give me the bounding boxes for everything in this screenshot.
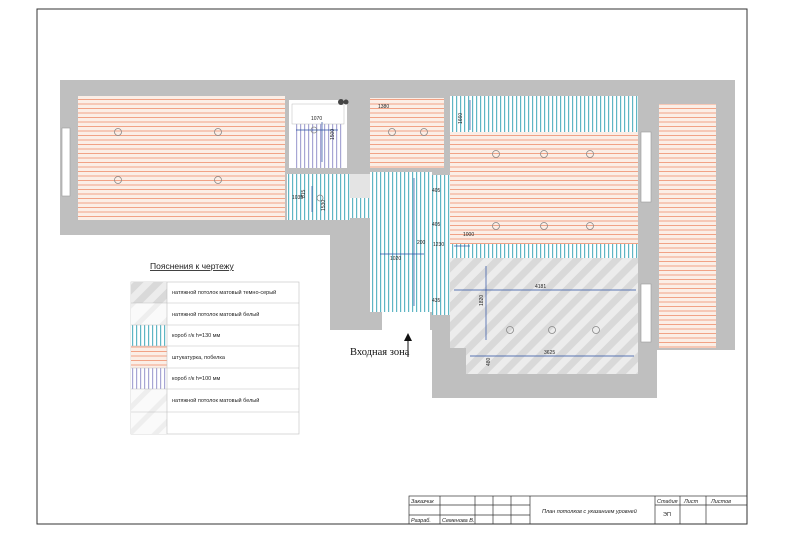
title-block-text: Заказчик Разраб. Семенова В. План потолк… <box>411 499 731 524</box>
dim-480: 480 <box>486 357 492 366</box>
stage-header: Стадия <box>657 499 678 505</box>
sheet-header: Лист <box>683 499 699 505</box>
legend-item-box-130: короб г/к h=130 мм <box>172 333 221 339</box>
developer-label: Разраб. <box>411 518 431 524</box>
sheet-outer-border <box>36 8 748 525</box>
dim-1820: 1820 <box>479 295 485 306</box>
room-main <box>450 132 638 244</box>
dim-1035: 1035 <box>292 195 303 201</box>
sheets-header: Листов <box>710 499 731 505</box>
dimension-lines <box>296 100 636 357</box>
dim-1020: 1020 <box>390 256 401 262</box>
dim-4181: 4181 <box>535 284 546 290</box>
dim-1380: 1380 <box>378 104 389 110</box>
dim-1500: 1500 <box>330 129 336 140</box>
light-fixtures <box>114 126 600 334</box>
dim-1530: 1530 <box>321 200 327 211</box>
room-small <box>370 98 444 168</box>
entrance-marker: Входная зона <box>350 333 412 358</box>
legend-title: Пояснения к чертежу <box>150 261 235 271</box>
dim-405a: 405 <box>432 188 441 194</box>
room-left <box>78 96 285 220</box>
dim-1070: 1070 <box>311 116 322 122</box>
legend-item-white-ceiling-2: натяжной потолок матовый белый <box>172 397 259 404</box>
legend-item-plaster: штукатурка, побелка <box>172 355 226 361</box>
dim-200: 200 <box>417 240 426 246</box>
legend-item-box-100: короб г/к h=100 мм <box>172 376 221 382</box>
legend-table: натяжной потолок матовый темно-серый нат… <box>130 281 300 435</box>
entrance-label: Входная зона <box>350 347 410 358</box>
legend-item-white-ceiling: натяжной потолок матовый белый <box>172 311 259 318</box>
dim-405b: 405 <box>432 222 441 228</box>
dim-1230: 1230 <box>433 242 444 248</box>
dim-435: 435 <box>432 298 441 304</box>
dim-1660: 1660 <box>458 113 464 124</box>
stage-value: ЭП <box>663 512 671 518</box>
customer-label: Заказчик <box>411 499 434 505</box>
dimension-texts: 1070 1500 815 1035 1530 1020 405 200 405… <box>292 104 555 366</box>
room-corridor <box>287 174 350 220</box>
dim-3625: 3625 <box>544 350 555 356</box>
dim-815: 815 <box>301 189 307 198</box>
sheet-title: План потолков с указанием уровней <box>542 508 637 515</box>
developer-name: Семенова В. <box>442 518 474 524</box>
room-kitchen <box>450 258 638 348</box>
title-block <box>408 495 748 525</box>
dim-1000: 1000 <box>463 232 474 238</box>
rooms <box>61 96 716 374</box>
legend: Пояснения к чертежу натяжной потолок мат… <box>130 261 300 435</box>
legend-item-dark-ceiling: натяжной потолок матовый темно-серый <box>172 289 276 296</box>
room-right <box>659 104 716 348</box>
